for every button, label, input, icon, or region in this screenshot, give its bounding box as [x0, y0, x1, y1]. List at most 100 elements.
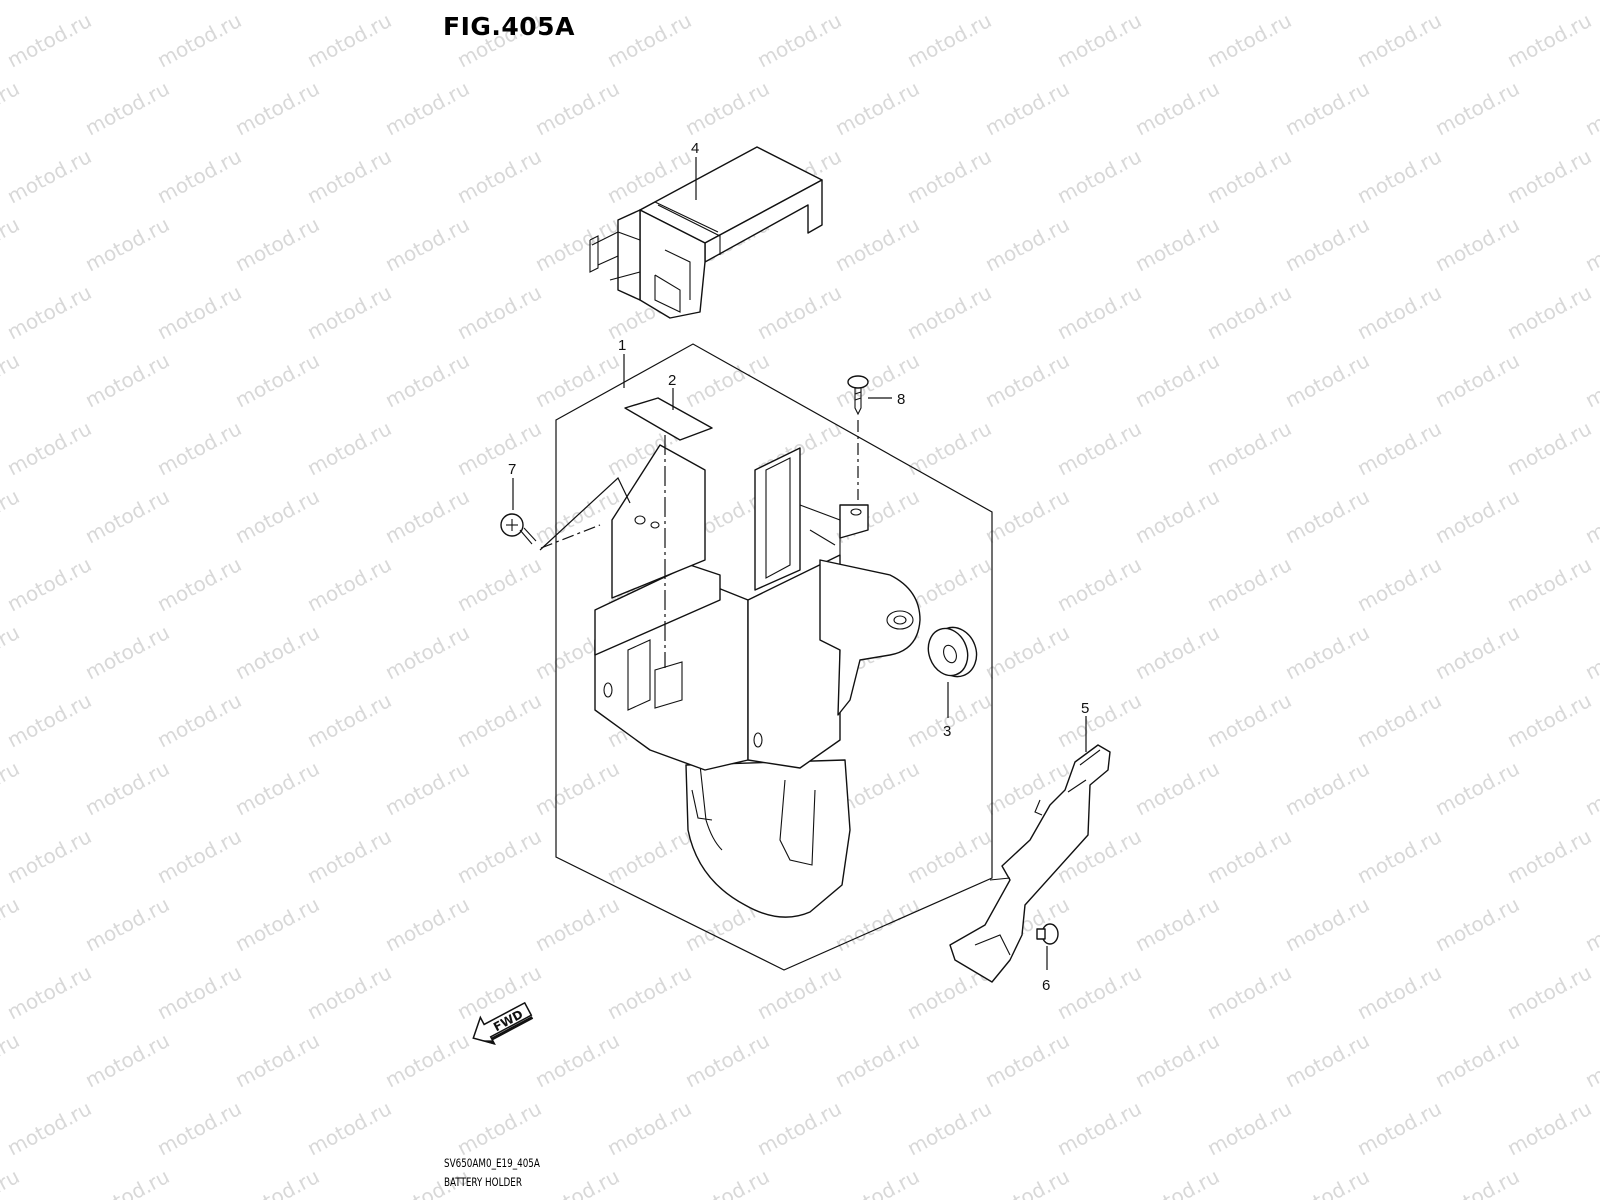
watermark-text: motod.ru — [981, 484, 1073, 548]
watermark-text: motod.ru — [681, 348, 773, 412]
watermark-text: motod.ru — [603, 824, 695, 888]
watermark-text: motod.ru — [1203, 144, 1295, 208]
part-4-cover — [589, 146, 823, 319]
watermark-text: motod.ru — [3, 280, 95, 344]
watermark-text: motod.ru — [381, 892, 473, 956]
watermark-text: motod.ru — [153, 960, 245, 1024]
watermark-text: motod.ru — [981, 348, 1073, 412]
callout-numbers: 1 2 3 4 5 6 7 8 — [508, 140, 1089, 994]
watermark-text: motod.ru — [0, 0, 23, 4]
watermark-text: motod.ru — [831, 1028, 923, 1092]
watermark-text: motod.ru — [1053, 144, 1145, 208]
watermark-text: motod.ru — [1503, 416, 1595, 480]
watermark-text: motod.ru — [1431, 892, 1523, 956]
watermark-text: motod.ru — [1281, 620, 1373, 684]
watermark-text: motod.ru — [3, 1096, 95, 1160]
watermark-text: motod.ru — [81, 348, 173, 412]
watermark-text: motod.ru — [1431, 484, 1523, 548]
watermark-text: motod.ru — [1281, 1028, 1373, 1092]
watermark-text: motod.ru — [1353, 688, 1445, 752]
part-7-screw — [500, 513, 537, 545]
watermark-text: motod.ru — [1353, 552, 1445, 616]
part-8-screw — [847, 375, 869, 416]
watermark-text: motod.ru — [1431, 620, 1523, 684]
watermark-text: motod.ru — [303, 552, 395, 616]
watermark-text: motod.ru — [0, 1028, 23, 1092]
watermark-text: motod.ru — [681, 0, 773, 4]
watermark-text: motod.ru — [1353, 960, 1445, 1024]
watermark-text: motod.ru — [1131, 756, 1223, 820]
watermark-text: motod.ru — [1131, 1028, 1223, 1092]
watermark-text: motod.ru — [381, 348, 473, 412]
watermark-text: motod.ru — [153, 416, 245, 480]
watermark-text: motod.ru — [681, 1028, 773, 1092]
watermark-text: motod.ru — [453, 824, 545, 888]
watermark-text: motod.ru — [1581, 484, 1600, 548]
watermark-text: motod.ru — [0, 1164, 23, 1200]
watermark-text: motod.ru — [1431, 1164, 1523, 1200]
watermark-text: motod.ru — [1503, 688, 1595, 752]
watermark-text: motod.ru — [981, 76, 1073, 140]
watermark-text: motod.ru — [681, 1164, 773, 1200]
watermark-text: motod.ru — [1131, 1164, 1223, 1200]
watermark-text: motod.ru — [231, 756, 323, 820]
watermark-text: motod.ru — [1281, 892, 1373, 956]
watermark-text: motod.ru — [1281, 212, 1373, 276]
watermark-text: motod.ru — [1053, 688, 1145, 752]
watermark-text: motod.ru — [1203, 1096, 1295, 1160]
watermark-text: motod.ru — [81, 76, 173, 140]
watermark-text: motod.ru — [903, 8, 995, 72]
watermark-text: motod.ru — [453, 280, 545, 344]
watermark-text: motod.ru — [1203, 416, 1295, 480]
watermark-text: motod.ru — [1581, 76, 1600, 140]
watermark-text: motod.ru — [1131, 0, 1223, 4]
watermark-text: motod.ru — [303, 416, 395, 480]
callout-7: 7 — [508, 461, 516, 478]
watermark-text: motod.ru — [1053, 1096, 1145, 1160]
watermark-text: motod.ru — [1581, 0, 1600, 4]
watermark-text: motod.ru — [381, 756, 473, 820]
watermark-text: motod.ru — [1353, 8, 1445, 72]
watermark-text: motod.ru — [1281, 1164, 1373, 1200]
watermark-text: motod.ru — [303, 8, 395, 72]
watermark-text: motod.ru — [1131, 212, 1223, 276]
watermark-text: motod.ru — [603, 1096, 695, 1160]
watermark-text: motod.ru — [0, 620, 23, 684]
watermark-text: motod.ru — [303, 144, 395, 208]
watermark-text: motod.ru — [3, 824, 95, 888]
watermark-text: motod.ru — [831, 348, 923, 412]
watermark-text: motod.ru — [1053, 416, 1145, 480]
watermark-text: motod.ru — [1503, 960, 1595, 1024]
assembly-outline-box — [555, 343, 993, 971]
watermark-text: motod.ru — [3, 960, 95, 1024]
watermark-text: motod.ru — [1281, 484, 1373, 548]
watermark-text: motod.ru — [753, 960, 845, 1024]
watermark-text: motod.ru — [531, 0, 623, 4]
watermark-text: motod.ru — [231, 892, 323, 956]
watermark-text: motod.ru — [381, 620, 473, 684]
watermark-text: motod.ru — [1281, 0, 1373, 4]
watermark-text: motod.ru — [1203, 552, 1295, 616]
part-2-label — [624, 397, 713, 441]
watermark-text: motod.ru — [0, 212, 23, 276]
watermark-text: motod.ru — [303, 280, 395, 344]
watermark-text: motod.ru — [1581, 756, 1600, 820]
watermark-text: motod.ru — [231, 620, 323, 684]
watermark-text: motod.ru — [1353, 144, 1445, 208]
watermark-text: motod.ru — [1431, 0, 1523, 4]
watermark-text: motod.ru — [153, 144, 245, 208]
watermark-text: motod.ru — [753, 280, 845, 344]
watermark-text: motod.ru — [1281, 348, 1373, 412]
watermark-text: motod.ru — [3, 416, 95, 480]
part-6-screw — [1036, 923, 1059, 945]
watermark-text: motod.ru — [1431, 76, 1523, 140]
watermark-text: motod.ru — [453, 416, 545, 480]
part-5-bracket — [949, 744, 1111, 983]
watermark-text: motod.ru — [1281, 756, 1373, 820]
watermark-text: motod.ru — [0, 756, 23, 820]
watermark-text: motod.ru — [1431, 1028, 1523, 1092]
watermark-text: motod.ru — [381, 484, 473, 548]
watermark-text: motod.ru — [1353, 280, 1445, 344]
